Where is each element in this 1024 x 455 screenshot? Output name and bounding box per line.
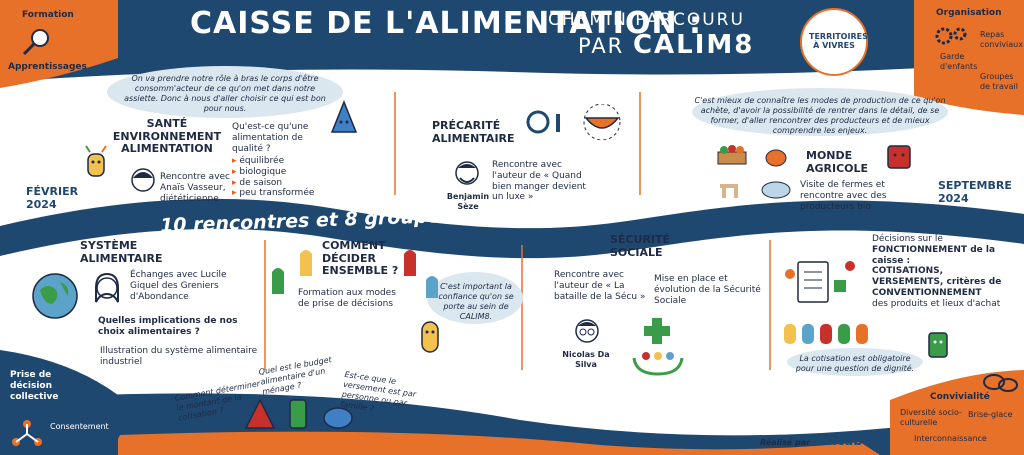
logo-text: TERRITOIRES À VIVRES [809,32,868,50]
monde-agricole-text: Visite de fermes et rencontre avec des p… [800,180,887,212]
corner-consentement: Consentement [50,422,109,431]
lucile-portrait-icon [95,272,119,303]
sante-bullet: peu transformée [232,188,314,199]
corner-decision-title: Prise de décision collective [10,370,59,402]
character-yellow-icon [85,145,107,177]
systeme-question: Quelles implications de nos choix alimen… [98,316,238,337]
decider-text: Formation aux modes de prise de décision… [298,288,396,309]
corner-formation-title: Formation [22,10,74,20]
cotisations-icons [785,261,855,303]
monde-agricole-title: MONDE AGRICOLE [806,149,869,175]
credit: Réalisé par Scicabulle [760,430,890,449]
characters-row-icon [784,324,868,344]
decisions-text: Décisions sur le FONCTIONNEMENT de la ca… [872,234,1012,310]
decisions-intro: Décisions sur le [872,234,943,244]
decisions-line2: COTISATIONS, VERSEMENTS, critères de CON… [872,266,1002,298]
hand-green-icon [272,268,284,294]
sante-title: SANTÉ ENVIRONNEMENT ALIMENTATION [112,117,222,156]
speech-bubbles-icon [983,374,1018,392]
top-left-orange-corner [0,0,118,88]
securite-meeting: Rencontre avec l'auteur de « La bataille… [554,270,646,302]
gears-icon [935,27,967,45]
health-cross-hands-icon [632,318,684,376]
decisions-line1: FONCTIONNEMENT de la caisse : [872,244,996,266]
earth-icon [32,273,78,319]
org-item-groupes: Groupes de travail [980,72,1018,91]
character-yellow-small-icon [421,321,439,353]
sante-question: Qu'est-ce qu'une alimentation de qualité… [232,122,309,154]
precarite-icons [526,104,621,140]
subtitle-name: CALIM8 [632,30,755,60]
page-subtitle-line2: PAR CALIM8 [578,30,754,60]
sante-bullet: de saison [232,178,314,189]
org-item-repas: Repas conviviaux [980,30,1023,49]
quote-bottom-right: La cotisation est obligatoire pour une q… [795,354,915,373]
sante-bullet-list: équilibrée biologique de saison peu tran… [232,156,314,199]
quote-middle: C'est important la confiance qu'on se po… [438,282,514,321]
sante-bullet: équilibrée [232,156,314,167]
precarite-person: Benjamin Sèze [446,192,490,211]
anais-portrait-icon [131,168,155,192]
precarite-meeting: Rencontre avec l'auteur de « Quand bien … [492,160,586,203]
character-green-icon [928,332,948,358]
decider-title: COMMENT DÉCIDER ENSEMBLE ? [322,239,399,278]
conv-item-interconnaissance: Interconnaissance [914,434,987,443]
org-item-garde: Garde d'enfants [940,52,978,71]
systeme-meeting: Échanges avec Lucile Giquel des Greniers… [130,270,227,302]
timeline-wave-band [0,198,1024,259]
quote-top-left: On va prendre notre rôle à bras le corps… [124,74,326,113]
hand-red-icon [404,250,416,276]
network-icon [12,420,42,446]
page-subtitle-line1: CHEMIN PARCOURU [548,10,745,30]
nicolas-portrait-icon [575,319,599,343]
conv-item-briseglace: Brise-glace [968,410,1013,419]
timeline-end: SEPTEMBRE 2024 [938,179,1012,205]
quote-top-right: C'est mieux de connaître les modes de pr… [694,96,946,135]
systeme-title: SYSTÈME ALIMENTAIRE [80,239,163,265]
magnifier-icon [22,29,49,56]
precarite-title: PRÉCARITÉ ALIMENTAIRE [432,119,515,145]
sante-bullet: biologique [232,167,314,178]
territoires-logo: TERRITOIRES À VIVRES [800,8,868,76]
corner-apprentissages: Apprentissages [8,62,87,72]
credit-brand: Scicabulle [815,434,890,449]
securite-title: SÉCURITÉ SOCIALE [610,233,671,259]
bottom-right-orange-corner [890,370,1024,455]
benjamin-portrait-icon [455,161,479,185]
hand-yellow-icon [300,250,312,276]
character-red-icon [887,145,911,169]
systeme-illustration: Illustration du système alimentaire indu… [100,346,258,367]
decisions-line3: des produits et lieux d'achat [872,298,1001,309]
hand-blue-icon [426,276,438,298]
subtitle-prefix: PAR [578,34,625,58]
character-blue-icon [330,100,358,133]
corner-convivialite-title: Convivialité [930,392,990,402]
conv-item-diversite: Diversité socio-culturelle [900,408,962,427]
page-title: CAISSE DE L'ALIMENTATION : [190,6,702,41]
characters-group-icon [244,398,353,429]
bottom-left-corner [0,350,118,455]
timeline-start: FÉVRIER 2024 [26,185,79,211]
credit-prefix: Réalisé par [760,438,811,447]
securite-text: Mise en place et évolution de la Sécurit… [654,274,761,306]
sante-meeting: Rencontre avec Anaïs Vasseur, diététicie… [160,172,231,204]
corner-organisation-title: Organisation [936,8,1002,18]
farm-icons [717,145,791,199]
top-banner [0,0,1024,82]
bottom-orange-strip [110,431,880,455]
securite-person: Nicolas Da Silva [562,350,610,369]
